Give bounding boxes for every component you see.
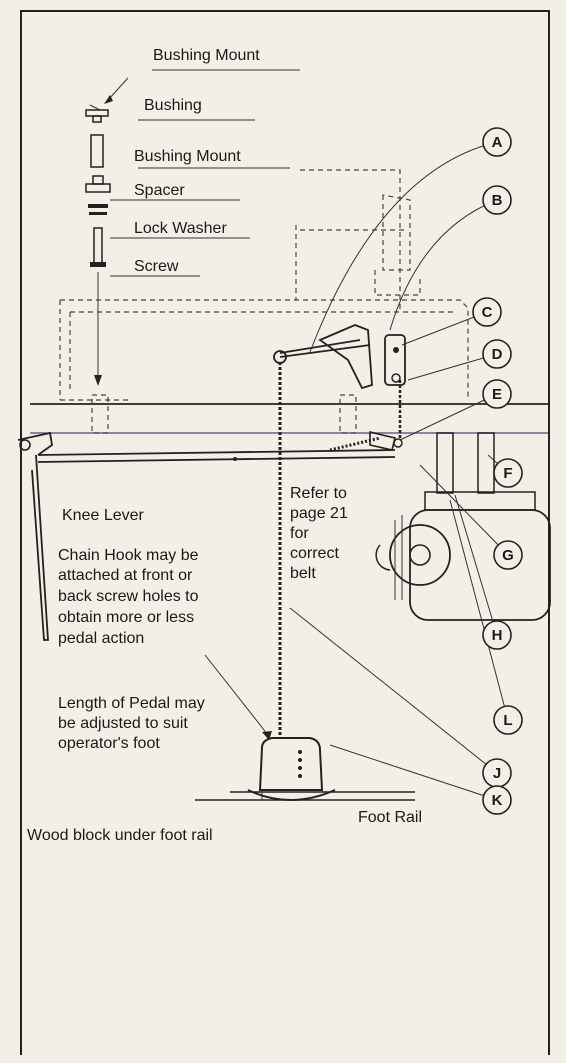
label-bushing-mount: Bushing Mount <box>134 148 241 165</box>
lock-washer-part <box>89 212 107 215</box>
chain-hook-note-line-4: obtain more or less <box>58 609 194 626</box>
spacer-part <box>88 204 108 208</box>
screw-part <box>93 227 103 265</box>
callout-circle-b <box>482 185 512 215</box>
linkage-arm <box>273 324 406 390</box>
label-foot-rail: Foot Rail <box>358 809 422 826</box>
chain-hook-note-line-1: Chain Hook may be <box>58 547 199 564</box>
callout-leaders <box>204 141 509 801</box>
label-wood-block: Wood block under foot rail <box>27 827 213 844</box>
chain-hook-note-line-5: pedal action <box>58 630 144 647</box>
bushing-mount-top-part <box>85 109 109 117</box>
callout-circle-c <box>472 297 502 327</box>
callout-label-l: L <box>503 712 512 729</box>
callout-circle-k <box>482 785 512 815</box>
pedal-note-line-2: be adjusted to suit <box>58 715 188 732</box>
chain-hook-note-line-2: attached at front or <box>58 567 193 584</box>
refer-note-line-2: page 21 <box>290 505 348 522</box>
callout-label-h: H <box>492 627 503 644</box>
refer-note-line-4: correct <box>290 545 339 562</box>
table-top <box>30 394 548 434</box>
label-bushing-mount-top: Bushing Mount <box>153 47 260 64</box>
bushing-part <box>90 134 104 168</box>
callout-circle-a <box>482 127 512 157</box>
callout-label-a: A <box>492 134 503 151</box>
machine-head-outline <box>59 169 469 401</box>
callout-circle-f <box>493 458 523 488</box>
callout-circle-l <box>493 705 523 735</box>
refer-note-line-3: for <box>290 525 309 542</box>
callout-circle-h <box>482 620 512 650</box>
label-spacer: Spacer <box>134 182 185 199</box>
pedal-note-line-3: operator's foot <box>58 735 160 752</box>
callout-circle-e <box>482 379 512 409</box>
motor <box>375 432 551 621</box>
chain-hook-note-line-3: back screw holes to <box>58 588 199 605</box>
knee-lever-bar <box>17 430 403 641</box>
callout-label-b: B <box>492 192 503 209</box>
callout-label-f: F <box>503 465 512 482</box>
callout-label-g: G <box>502 547 514 564</box>
pedal-note-line-1: Length of Pedal may <box>58 695 205 712</box>
callout-label-j: J <box>493 765 501 782</box>
labels: Bushing Mount Bushing Bushing Mount Spac… <box>27 47 422 844</box>
label-bushing: Bushing <box>144 97 202 114</box>
refer-note-line-5: belt <box>290 565 316 582</box>
callout-circle-g <box>493 540 523 570</box>
callout-circle-d <box>482 339 512 369</box>
refer-note-line-1: Refer to <box>290 485 347 502</box>
label-knee-lever: Knee Lever <box>62 507 145 524</box>
label-screw: Screw <box>134 258 179 275</box>
pedal-assembly <box>195 737 415 801</box>
callout-label-k: K <box>492 792 503 809</box>
bushing-mount-part <box>92 175 104 185</box>
figure-frame <box>20 10 550 1055</box>
callout-label-c: C <box>482 304 493 321</box>
chain <box>278 362 402 735</box>
exploded-parts <box>85 69 300 386</box>
callout-circles: A B C D E F G H L JK <box>472 127 523 815</box>
label-lock-washer: Lock Washer <box>134 220 227 237</box>
callout-label-e: E <box>492 386 502 403</box>
callout-label-d: D <box>492 346 503 363</box>
